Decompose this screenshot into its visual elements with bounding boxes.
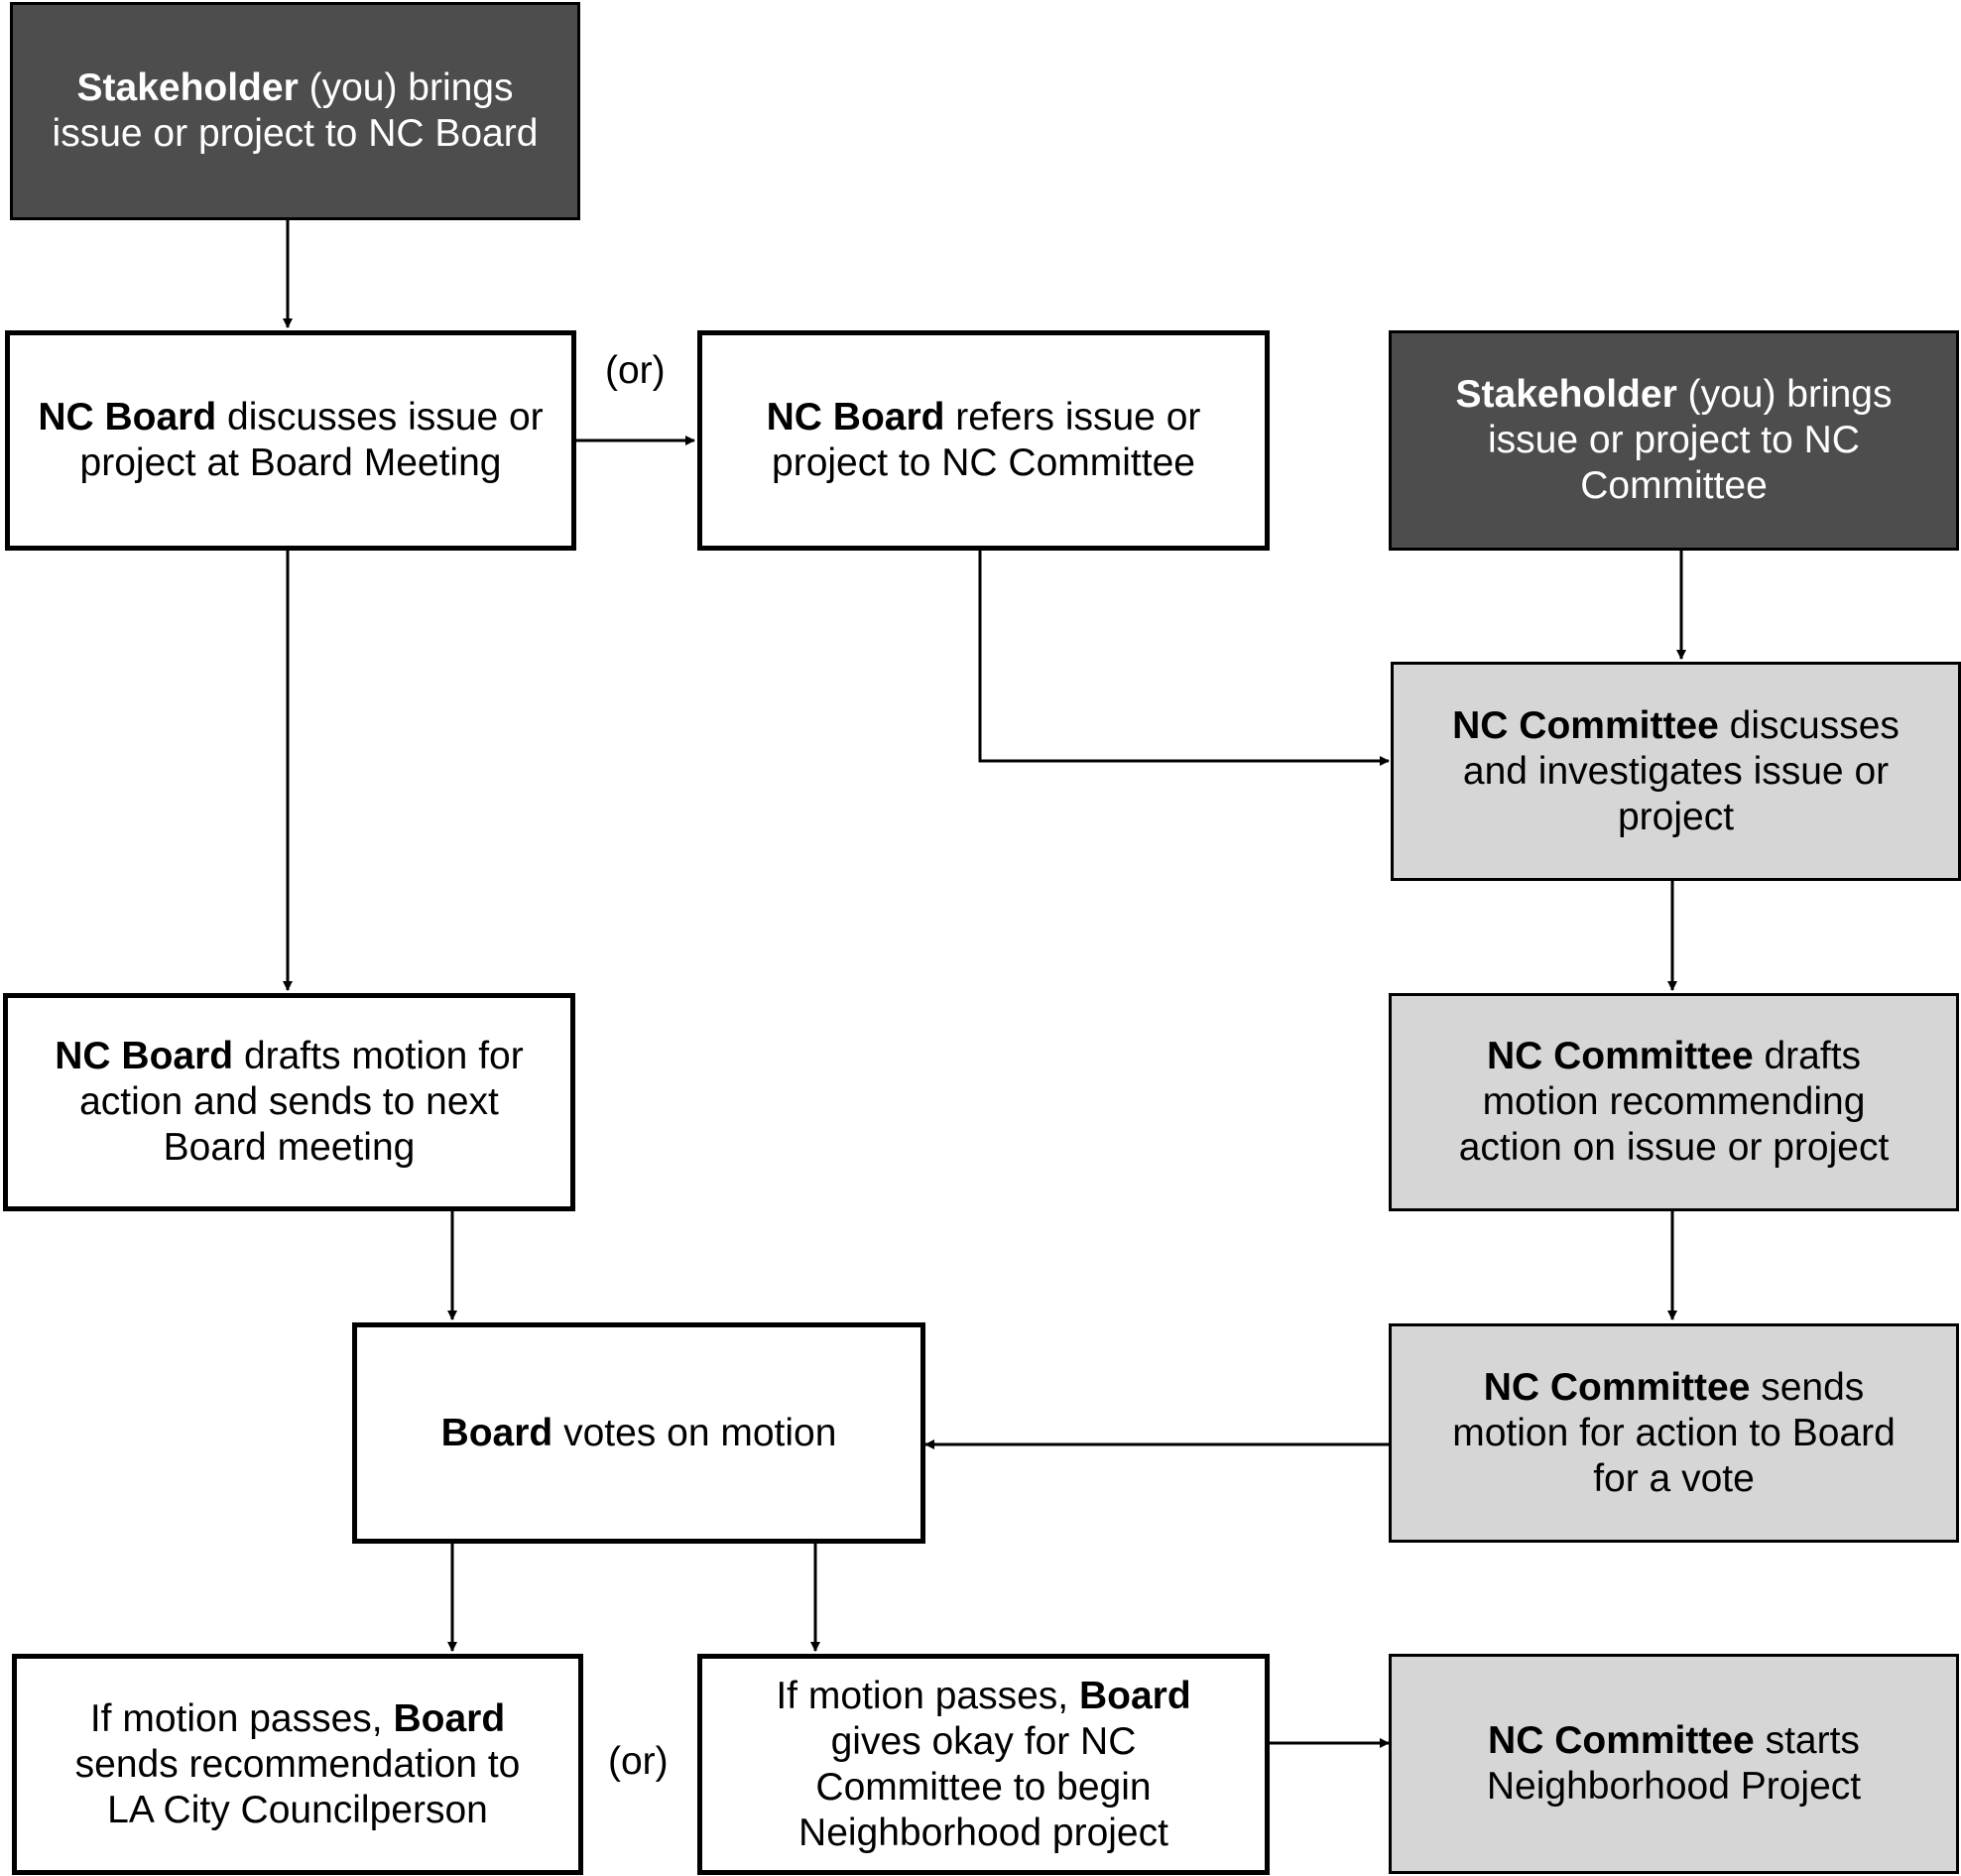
board-votes-box: Board votes on motion [352, 1322, 925, 1544]
box-text: If motion passes, Board gives okay for N… [776, 1674, 1191, 1854]
box-text: NC Board refers issue or project to NC C… [766, 396, 1201, 484]
board-drafts-motion-box: NC Board drafts motion for action and se… [3, 993, 575, 1211]
box-text: NC Committee starts Neighborhood Project [1486, 1719, 1862, 1808]
committee-starts-project-box: NC Committee starts Neighborhood Project [1389, 1654, 1959, 1874]
committee-sends-motion-box: NC Committee sends motion for action to … [1389, 1323, 1959, 1543]
box-text: NC Committee discusses and investigates … [1452, 703, 1900, 838]
box-text: NC Board discusses issue or project at B… [38, 396, 544, 484]
stakeholder-brings-to-committee-box: Stakeholder (you) brings issue or projec… [1389, 330, 1959, 551]
board-sends-to-councilperson-box: If motion passes, Board sends recommenda… [12, 1654, 583, 1875]
board-okays-project-box: If motion passes, Board gives okay for N… [697, 1654, 1270, 1875]
box-text: Stakeholder (you) brings issue or projec… [52, 66, 539, 155]
arrow-refer-to-committee [978, 551, 1390, 766]
or-label-top: (or) [605, 349, 666, 392]
committee-drafts-motion-box: NC Committee drafts motion recommending … [1389, 993, 1959, 1211]
stakeholder-brings-to-board-box: Stakeholder (you) brings issue or projec… [10, 2, 580, 220]
box-text: NC Committee drafts motion recommending … [1458, 1035, 1890, 1169]
board-refers-box: NC Board refers issue or project to NC C… [697, 330, 1270, 551]
box-text: NC Board drafts motion for action and se… [55, 1035, 524, 1169]
box-text: NC Committee sends motion for action to … [1452, 1365, 1896, 1500]
board-discusses-box: NC Board discusses issue or project at B… [5, 330, 576, 551]
box-text: If motion passes, Board sends recommenda… [74, 1696, 521, 1831]
box-text: Stakeholder (you) brings issue or projec… [1455, 373, 1893, 507]
box-text: Board votes on motion [440, 1411, 837, 1454]
committee-discusses-box: NC Committee discusses and investigates … [1391, 662, 1961, 881]
or-label-bottom: (or) [608, 1740, 669, 1783]
